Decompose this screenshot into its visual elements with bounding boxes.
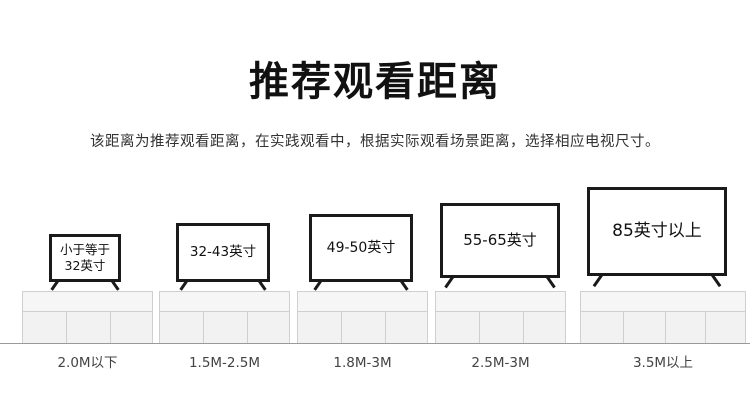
tv-stand-divider <box>66 311 67 343</box>
tv-size-label: 小于等于 <box>59 241 110 257</box>
tv-stand <box>297 291 428 344</box>
floor-line <box>0 343 750 344</box>
tv-stand-top <box>298 292 427 312</box>
distance-label: 2.0M以下 <box>57 355 118 371</box>
tv-stand-top <box>581 292 745 312</box>
tv-stand <box>435 291 566 344</box>
distance-label: 1.8M-3M <box>333 355 392 371</box>
tv-stand-divider <box>385 311 386 343</box>
tv-32-43: 32-43英寸 <box>176 223 270 291</box>
tv-size-label: 55-65英寸 <box>463 230 537 249</box>
tv-32: 小于等于 32英寸 <box>49 234 121 291</box>
tv-stand-top <box>160 292 289 312</box>
tv-stand <box>159 291 290 344</box>
tv-screen: 85英寸以上 <box>587 187 727 276</box>
tv-stand-divider <box>705 311 706 343</box>
tv-screen: 小于等于 32英寸 <box>49 234 121 282</box>
tv-55-65: 55-65英寸 <box>440 203 560 289</box>
tv-49-50: 49-50英寸 <box>309 214 413 291</box>
tv-stand-divider <box>341 311 342 343</box>
tv-stand-divider <box>110 311 111 343</box>
tv-stand-divider <box>523 311 524 343</box>
tv-stand <box>22 291 153 344</box>
tv-screen: 32-43英寸 <box>176 223 270 282</box>
tv-size-label: 49-50英寸 <box>326 239 396 256</box>
tv-stand-divider <box>623 311 624 343</box>
tv-stand <box>580 291 746 344</box>
distance-label: 2.5M-3M <box>471 355 530 371</box>
page-title: 推荐观看距离 <box>249 59 501 105</box>
tv-stand-divider <box>247 311 248 343</box>
tv-stand-top <box>23 292 152 312</box>
distance-label: 1.5M-2.5M <box>188 355 261 371</box>
tv-size-label-2: 32英寸 <box>64 258 106 273</box>
tv-stand-divider <box>665 311 666 343</box>
distance-label: 3.5M以上 <box>632 355 694 371</box>
tv-screen: 55-65英寸 <box>440 203 560 278</box>
tv-screen: 49-50英寸 <box>309 214 413 282</box>
tv-size-label: 32-43英寸 <box>189 243 257 260</box>
page-subtitle: 该距离为推荐观看距离，在实践观看中，根据实际观看场景距离，选择相应电视尺寸。 <box>90 134 660 150</box>
tv-size-label: 85英寸以上 <box>612 221 702 242</box>
tv-stand-divider <box>479 311 480 343</box>
tv-stand-top <box>436 292 565 312</box>
tv-stand-divider <box>203 311 204 343</box>
tv-85: 85英寸以上 <box>587 187 727 288</box>
